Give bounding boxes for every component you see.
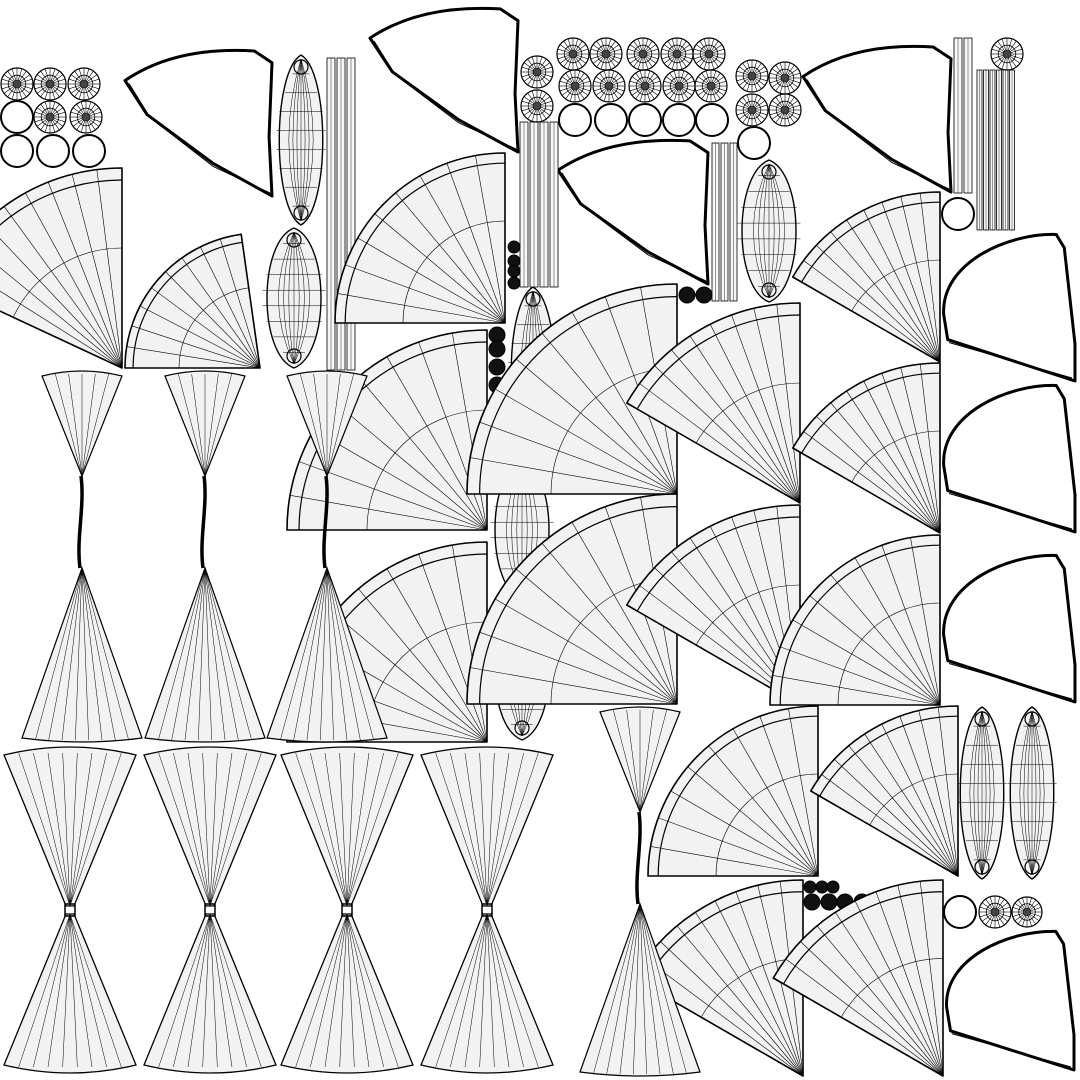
- solid-disc: [826, 880, 840, 894]
- solid-disc: [507, 264, 521, 278]
- fan-island-8: [625, 302, 801, 504]
- rosette-disc: [694, 69, 728, 103]
- rosette-disc: [520, 55, 554, 89]
- solid-disc: [820, 893, 838, 911]
- fan-island-3: [334, 152, 506, 324]
- solid-disc: [803, 880, 817, 894]
- rosette-disc: [69, 100, 103, 134]
- strip-island-3: [711, 142, 738, 302]
- rosette-disc: [662, 69, 696, 103]
- rosette-disc: [589, 37, 623, 71]
- fan-island-1: [0, 167, 123, 369]
- barrel-island-6: [737, 159, 801, 303]
- rosette-disc: [0, 67, 34, 101]
- hourglass-island-4: [420, 746, 554, 1074]
- fan-island-15: [632, 879, 804, 1077]
- bowtie-island-3: [266, 370, 388, 743]
- rosette-disc: [592, 69, 626, 103]
- barrel-island-2: [262, 227, 326, 369]
- rosette-disc: [768, 93, 802, 127]
- ring-disc: [737, 126, 771, 160]
- solid-disc: [815, 880, 829, 894]
- ring-disc: [594, 103, 628, 137]
- loop-island-mid-1: [556, 138, 710, 286]
- strip-island-5: [976, 69, 1015, 231]
- ring-disc: [558, 103, 592, 137]
- rosette-disc: [558, 69, 592, 103]
- loop-island-top-2: [368, 6, 520, 154]
- rosette-disc: [990, 37, 1024, 71]
- rosette-disc: [660, 37, 694, 71]
- loop-island-right-1: [942, 232, 1077, 383]
- bowtie-island-4: [579, 706, 701, 1077]
- rosette-disc: [67, 67, 101, 101]
- ring-disc: [36, 134, 70, 168]
- solid-disc: [803, 893, 821, 911]
- solid-disc: [488, 340, 506, 358]
- hourglass-island-1: [3, 746, 137, 1074]
- bowtie-island-2: [144, 370, 266, 743]
- barrel-island-1: [276, 54, 326, 226]
- solid-disc: [695, 286, 713, 304]
- rosette-disc: [1011, 896, 1043, 928]
- ring-disc: [72, 134, 106, 168]
- loop-island-top-3: [801, 44, 953, 194]
- rosette-disc: [735, 93, 769, 127]
- strip-island-2: [519, 121, 559, 288]
- rosette-disc: [628, 69, 662, 103]
- rosette-disc: [735, 59, 769, 93]
- fan-island-2: [124, 233, 261, 369]
- fan-island-16: [772, 879, 944, 1077]
- rosette-disc: [768, 61, 802, 95]
- ring-disc: [941, 197, 975, 231]
- hourglass-island-3: [280, 746, 414, 1074]
- loop-island-top-1: [123, 48, 274, 198]
- rosette-disc: [626, 37, 660, 71]
- loop-island-right-3: [942, 553, 1077, 704]
- solid-disc: [507, 240, 521, 254]
- rosette-disc: [556, 37, 590, 71]
- rosette-disc: [692, 37, 726, 71]
- rosette-disc: [520, 89, 554, 123]
- ring-disc: [0, 134, 34, 168]
- loop-island-right-2: [942, 383, 1077, 534]
- uv-islands: [0, 6, 1077, 1077]
- rosette-disc: [33, 67, 67, 101]
- ring-disc: [628, 103, 662, 137]
- barrel-island-7: [957, 706, 1007, 880]
- fan-island-10: [791, 191, 941, 363]
- fan-island-12: [769, 534, 941, 706]
- fan-island-11: [791, 362, 941, 534]
- strip-island-4: [953, 37, 973, 194]
- loop-island-right-4: [945, 929, 1076, 1072]
- hourglass-island-2: [143, 746, 277, 1074]
- bowtie-island-1: [21, 370, 143, 743]
- rosette-disc: [33, 100, 67, 134]
- ring-disc: [695, 103, 729, 137]
- barrel-island-8: [1007, 706, 1057, 880]
- solid-disc: [678, 286, 696, 304]
- rosette-disc: [978, 895, 1012, 929]
- ring-disc: [662, 103, 696, 137]
- fan-island-7: [466, 493, 678, 705]
- ring-disc: [0, 100, 34, 134]
- solid-disc: [507, 276, 521, 290]
- ring-disc: [943, 895, 977, 929]
- solid-disc: [488, 358, 506, 376]
- fan-island-13: [647, 705, 819, 877]
- fan-island-14: [809, 705, 959, 877]
